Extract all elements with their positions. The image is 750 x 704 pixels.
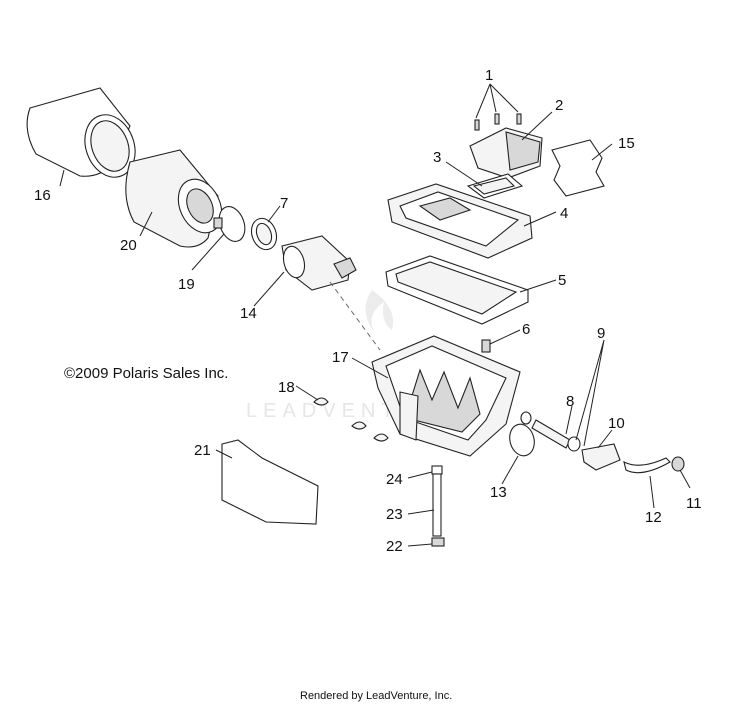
rendered-by-footer: Rendered by LeadVenture, Inc.: [300, 690, 452, 702]
callout-4: 4: [560, 205, 568, 222]
callout-labels: 1 2 3 4 5 6 7 8 9 10 11 12 13 14 15 16 1…: [34, 67, 702, 555]
callout-9: 9: [597, 325, 605, 342]
part-16-filter-sleeve: [26, 87, 136, 178]
part-24-cap: [431, 465, 443, 475]
part-22-nut: [431, 537, 445, 547]
part-11-cap: [671, 456, 685, 472]
part-9-fittings: [520, 411, 581, 452]
callout-18: 18: [278, 379, 295, 396]
callout-14: 14: [240, 305, 257, 322]
leader-lines: [59, 83, 691, 547]
callout-16: 16: [34, 187, 51, 204]
callout-12: 12: [645, 509, 662, 526]
part-7-ring: [250, 217, 278, 251]
callout-6: 6: [522, 321, 530, 338]
callout-19: 19: [178, 276, 195, 293]
callout-20: 20: [120, 237, 137, 254]
callout-11: 11: [686, 495, 702, 512]
callout-5: 5: [558, 272, 566, 289]
part-5-seal: [385, 255, 529, 325]
callout-17: 17: [332, 349, 349, 366]
part-15-decal: [551, 139, 605, 197]
callout-1: 1: [485, 67, 493, 84]
callout-15: 15: [618, 135, 635, 152]
part-12-drain-hose: [623, 457, 671, 474]
callout-2: 2: [555, 97, 563, 114]
part-10-drain-valve: [581, 443, 621, 471]
part-4-air-box-cover: [387, 183, 533, 259]
part-3-gasket: [466, 173, 524, 199]
callout-23: 23: [386, 506, 403, 523]
part-20-air-filter-element: [125, 149, 223, 248]
callout-13: 13: [490, 484, 507, 501]
part-8-drain-tube: [531, 419, 571, 449]
part-13-hose-clamp: [509, 423, 535, 457]
callout-8: 8: [566, 393, 574, 410]
callout-10: 10: [608, 415, 625, 432]
part-23-rod: [432, 473, 442, 537]
part-6-screw: [481, 339, 491, 353]
part-1-screws: [474, 113, 522, 131]
callout-3: 3: [433, 149, 441, 166]
part-17-air-box-base: [371, 335, 521, 457]
part-2-intake-duct: [469, 127, 543, 179]
part-14-intake-boot: [281, 235, 357, 291]
part-21-foam-pad: [221, 439, 319, 525]
part-19-hose-clamp: [213, 206, 246, 242]
copyright-notice: ©2009 Polaris Sales Inc.: [64, 365, 228, 382]
callout-22: 22: [386, 538, 403, 555]
callout-21: 21: [194, 442, 211, 459]
callout-7: 7: [280, 195, 288, 212]
callout-24: 24: [386, 471, 403, 488]
